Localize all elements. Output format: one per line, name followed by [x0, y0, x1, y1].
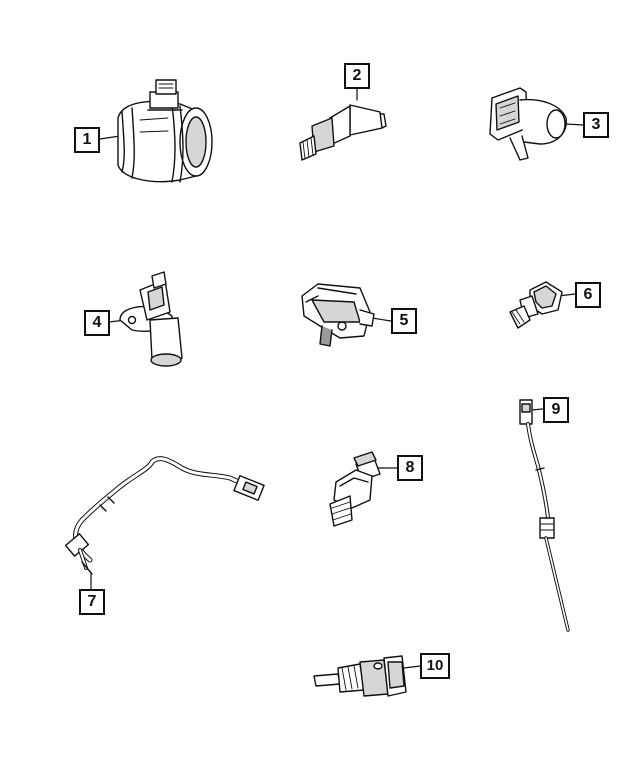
callout-4[interactable]: 4 [84, 310, 110, 336]
coolant-temperature-sensor-icon [313, 655, 407, 697]
camshaft-position-sensor-icon [489, 87, 567, 161]
pressure-switch-icon [299, 104, 387, 161]
callout-1[interactable]: 1 [74, 127, 100, 153]
leader-line-9 [530, 408, 544, 411]
callout-9[interactable]: 9 [543, 397, 569, 423]
callout-5[interactable]: 5 [391, 308, 417, 334]
callout-2[interactable]: 2 [344, 63, 370, 89]
callout-7[interactable]: 7 [79, 589, 105, 615]
leader-line-5 [371, 317, 392, 322]
temperature-sensor-icon [509, 281, 563, 329]
callout-10[interactable]: 10 [420, 653, 450, 679]
exhaust-temperature-probe-icon [519, 399, 570, 632]
callout-8[interactable]: 8 [397, 455, 423, 481]
callout-3[interactable]: 3 [583, 112, 609, 138]
mass-air-flow-sensor-icon [117, 79, 213, 183]
leader-lines [90, 88, 584, 669]
crankshaft-position-sensor-icon [119, 271, 183, 367]
exhaust-temperature-sensor-icon [64, 456, 265, 575]
map-sensor-icon [301, 283, 375, 347]
oil-pressure-sender-icon [329, 451, 381, 527]
leader-line-1 [99, 135, 121, 140]
leader-line-3 [565, 123, 584, 126]
leader-line-10 [403, 665, 421, 669]
callout-6[interactable]: 6 [575, 282, 601, 308]
